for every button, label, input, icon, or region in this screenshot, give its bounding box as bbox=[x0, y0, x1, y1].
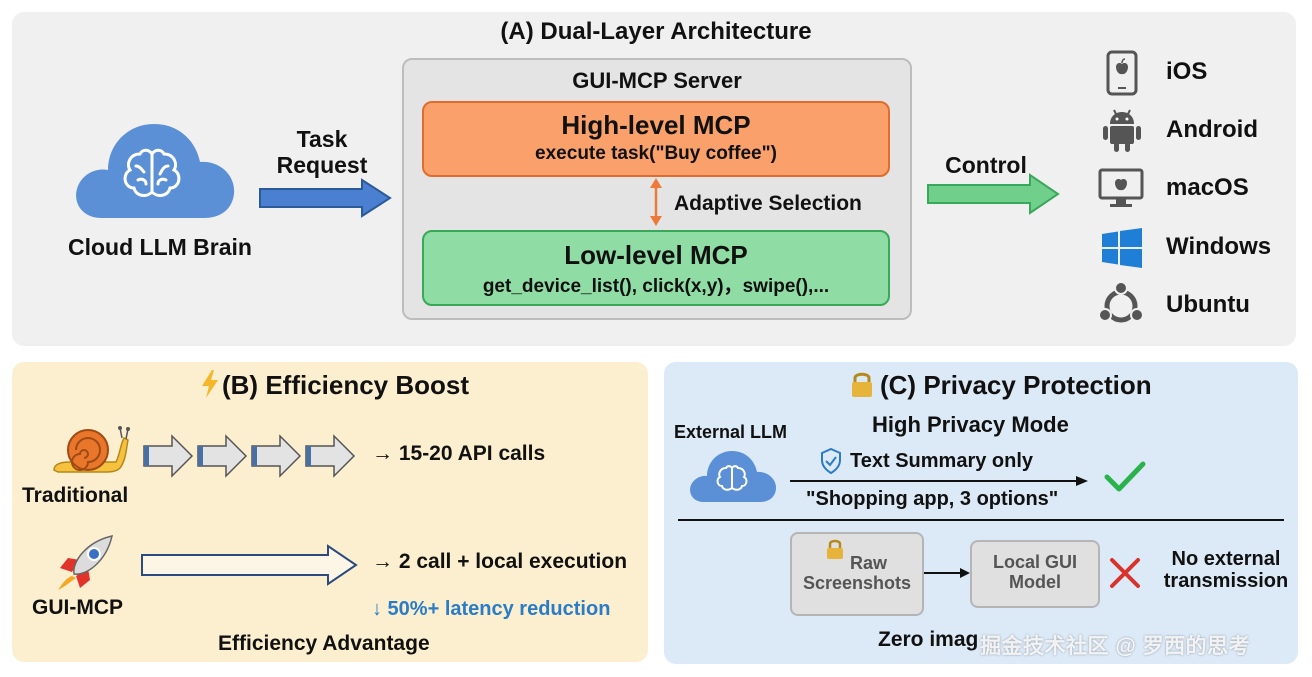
divider-line bbox=[678, 519, 1284, 521]
cross-icon bbox=[1110, 558, 1140, 588]
task-request-label-line2: Request bbox=[276, 152, 368, 178]
lock-icon bbox=[852, 372, 872, 397]
panel-a-title: (A) Dual-Layer Architecture bbox=[500, 18, 812, 45]
panel-efficiency bbox=[12, 362, 648, 662]
phone-apple-icon bbox=[1106, 50, 1138, 96]
platform-windows: Windows bbox=[1166, 233, 1272, 260]
android-icon bbox=[1103, 109, 1141, 152]
raw-label-line1: Raw bbox=[850, 553, 888, 573]
panel-c-title: (C) Privacy Protection bbox=[880, 370, 1152, 400]
lightning-icon bbox=[202, 370, 218, 398]
high-level-mcp-title: High-level MCP bbox=[561, 110, 751, 140]
high-privacy-mode-title: High Privacy Mode bbox=[872, 412, 1069, 437]
platform-android: Android bbox=[1166, 116, 1258, 143]
latency-reduction: ↓ 50%+ latency reduction bbox=[372, 598, 611, 620]
raw-lock-icon bbox=[827, 539, 843, 559]
monitor-apple-icon bbox=[1098, 168, 1144, 207]
traditional-steps-arrows bbox=[143, 434, 356, 478]
high-level-mcp-code: execute task("Buy coffee") bbox=[535, 143, 777, 164]
cloud-brain-icon bbox=[76, 124, 235, 218]
platform-macos: macOS bbox=[1166, 174, 1249, 201]
low-level-mcp-title: Low-level MCP bbox=[564, 240, 748, 270]
panel-privacy bbox=[664, 362, 1298, 664]
zero-image-footer: Zero imag bbox=[878, 628, 979, 651]
local-label-line1: Local GUI bbox=[992, 552, 1077, 572]
local-gui-model-box bbox=[970, 540, 1100, 608]
traditional-result: → 15-20 API calls bbox=[372, 442, 546, 465]
efficiency-advantage-label: Efficiency Advantage bbox=[218, 632, 430, 655]
raw-label-line2: Screenshots bbox=[802, 573, 912, 593]
summary-quote: "Shopping app, 3 options" bbox=[806, 488, 1059, 510]
platform-ubuntu: Ubuntu bbox=[1166, 291, 1250, 318]
ubuntu-icon bbox=[1098, 281, 1144, 323]
task-request-arrow bbox=[259, 178, 392, 218]
adaptive-selection-arrow bbox=[650, 178, 662, 226]
low-level-mcp-code: get_device_list(), click(x,y)，swipe(),..… bbox=[482, 276, 830, 297]
guimcp-label: GUI-MCP bbox=[32, 596, 123, 619]
high-level-mcp-box bbox=[422, 101, 890, 177]
control-label: Control bbox=[945, 152, 1027, 178]
summary-arrow bbox=[790, 476, 1088, 486]
guimcp-arrow bbox=[141, 544, 358, 586]
low-level-mcp-box bbox=[422, 230, 890, 306]
check-icon bbox=[1104, 461, 1146, 492]
task-request-label-line1: Task bbox=[296, 126, 348, 152]
windows-icon bbox=[1102, 228, 1142, 268]
watermark: 掘金技术社区 @ 罗西的思考 bbox=[980, 635, 1251, 658]
external-llm-label: External LLM bbox=[674, 422, 788, 442]
control-arrow bbox=[927, 173, 1060, 215]
no-external-line2: transmission bbox=[1163, 570, 1289, 592]
cloud-llm-brain-label: Cloud LLM Brain bbox=[68, 234, 252, 260]
platform-ios: iOS bbox=[1166, 58, 1208, 85]
raw-screenshots-box bbox=[790, 532, 924, 616]
guimcp-result: → 2 call + local execution bbox=[372, 550, 628, 573]
traditional-label: Traditional bbox=[22, 484, 129, 507]
server-title: GUI-MCP Server bbox=[572, 68, 742, 93]
snail-icon bbox=[53, 426, 130, 473]
local-label-line2: Model bbox=[1009, 572, 1061, 592]
external-llm-cloud-icon bbox=[690, 451, 777, 502]
local-arrow bbox=[924, 568, 970, 578]
panel-b-title: (B) Efficiency Boost bbox=[222, 370, 470, 400]
text-summary-label: Text Summary only bbox=[850, 450, 1034, 472]
shield-icon bbox=[821, 447, 841, 475]
no-external-line1: No external bbox=[1171, 548, 1281, 570]
adaptive-selection-label: Adaptive Selection bbox=[674, 192, 862, 215]
rocket-icon bbox=[58, 534, 114, 590]
